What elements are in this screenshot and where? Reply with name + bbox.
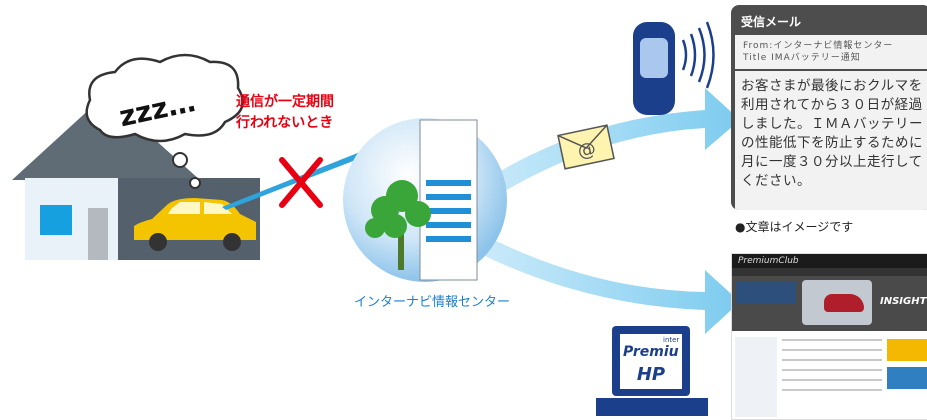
phone-icon [633,21,715,115]
laptop-brand-tag: inter [663,336,679,344]
website-logo: PremiumClub [732,254,927,268]
envelope-icon: @ [557,124,615,170]
website-banner: INSIGHT [880,296,927,307]
laptop-hp: HP [637,364,665,385]
thought-bubble [85,53,244,189]
info-center [343,118,507,282]
center-label: インターナビ情報センター [353,295,510,310]
warning-text: 通信が一定期間 行われないとき [236,92,334,134]
warning-line1: 通信が一定期間 [236,94,334,110]
mail-subject: Title IMAバッテリー通知 [743,53,861,63]
arrow-to-mail [450,88,740,220]
laptop-icon [596,326,708,416]
mail-body: お客さまが最後におクルマを 利用されてから３０日が経過 しました。ＩＭＡバッテリ… [735,71,927,210]
mail-meta: From:インターナビ情報センター Title IMAバッテリー通知 [735,35,927,69]
arrow-to-web [450,222,740,334]
warning-line2: 行われないとき [236,115,334,131]
house-window [40,205,72,235]
laptop-brand: Premiu [623,344,679,360]
svg-text:@: @ [576,138,598,162]
mail-from: From:インターナビ情報センター [743,41,894,51]
mail-header: 受信メール [741,15,802,29]
image-note: ●文章はイメージです [735,220,854,234]
website-screenshot: PremiumClub INSIGHT [731,253,927,420]
house-door [88,208,108,260]
cross-icon [279,157,323,208]
mail-panel: 受信メール From:インターナビ情報センター Title IMAバッテリー通知… [731,5,927,210]
tree-icon [365,180,431,270]
